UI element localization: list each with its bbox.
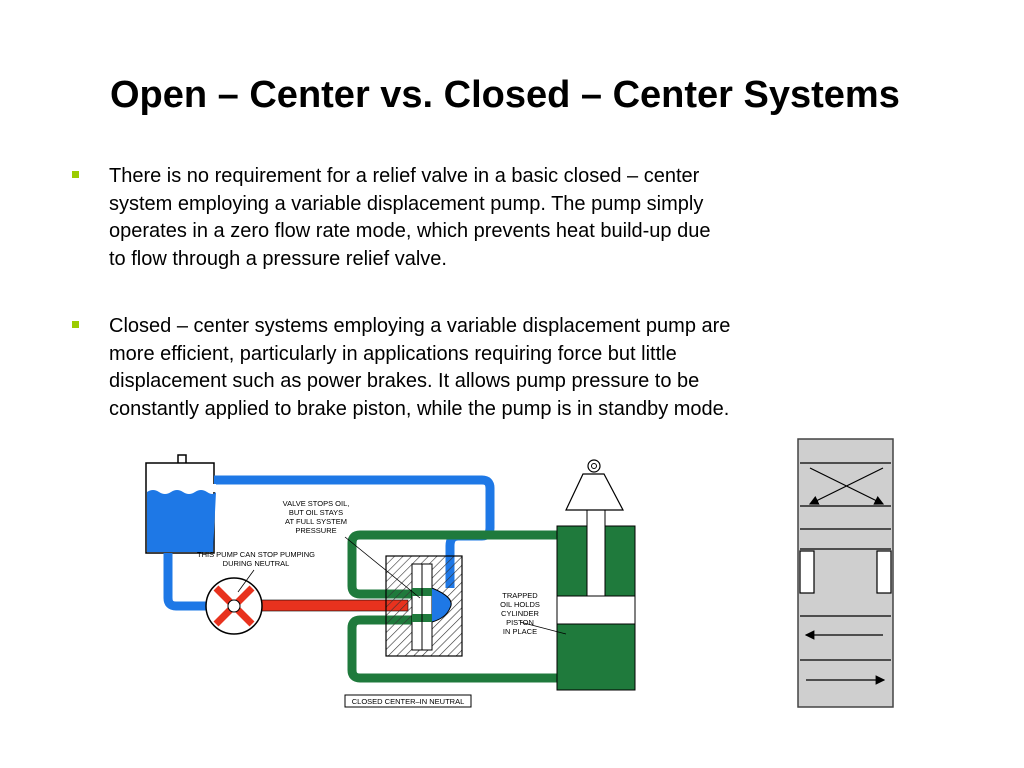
slide-title: Open – Center vs. Closed – Center System… [110,74,900,116]
valve-symbol [797,438,894,708]
diagram-caption: CLOSED CENTER–IN NEUTRAL [352,697,465,706]
trapped-label-line: IN PLACE [503,627,537,636]
valve-label-line: PRESSURE [295,526,336,535]
bullet-line: system employing a variable displacement… [109,192,704,215]
bullet-marker [72,321,79,328]
bullet-marker [72,171,79,178]
bullet-line: There is no requirement for a relief val… [109,165,700,187]
pump-label-line: DURING NEUTRAL [223,559,290,568]
trapped-label-line: PISTON [506,618,534,627]
pressure-line [255,599,409,612]
bullet-text: Closed – center systems employing a vari… [109,313,869,423]
valve-label-line: VALVE STOPS OIL, [283,499,350,508]
trapped-label-line: CYLINDER [501,609,540,618]
bullet-line: to flow through a pressure relief valve. [109,247,447,270]
bullet-line: operates in a zero flow rate mode, which… [109,220,711,242]
bullet-text: There is no requirement for a relief val… [109,163,869,273]
bullet-line: Closed – center systems employing a vari… [109,315,731,337]
hydraulic-cylinder [556,459,636,691]
trapped-label-line: TRAPPED [502,591,538,600]
leader-lines [237,536,567,635]
bullet-line: displacement such as power brakes. It al… [109,370,700,392]
control-valve [385,555,463,657]
cylinder-lines [347,530,560,683]
valve-label-line: BUT OIL STAYS [289,508,343,517]
reservoir [145,454,216,554]
caption-box [344,694,472,708]
pump [205,577,263,635]
bullet-line: more efficient, particularly in applicat… [109,342,677,365]
pump-label-line: THIS PUMP CAN STOP PUMPING [197,550,315,559]
bullet-line: constantly applied to brake piston, whil… [109,397,730,420]
trapped-label-line: OIL HOLDS [500,600,540,609]
valve-label-line: AT FULL SYSTEM [285,517,347,526]
